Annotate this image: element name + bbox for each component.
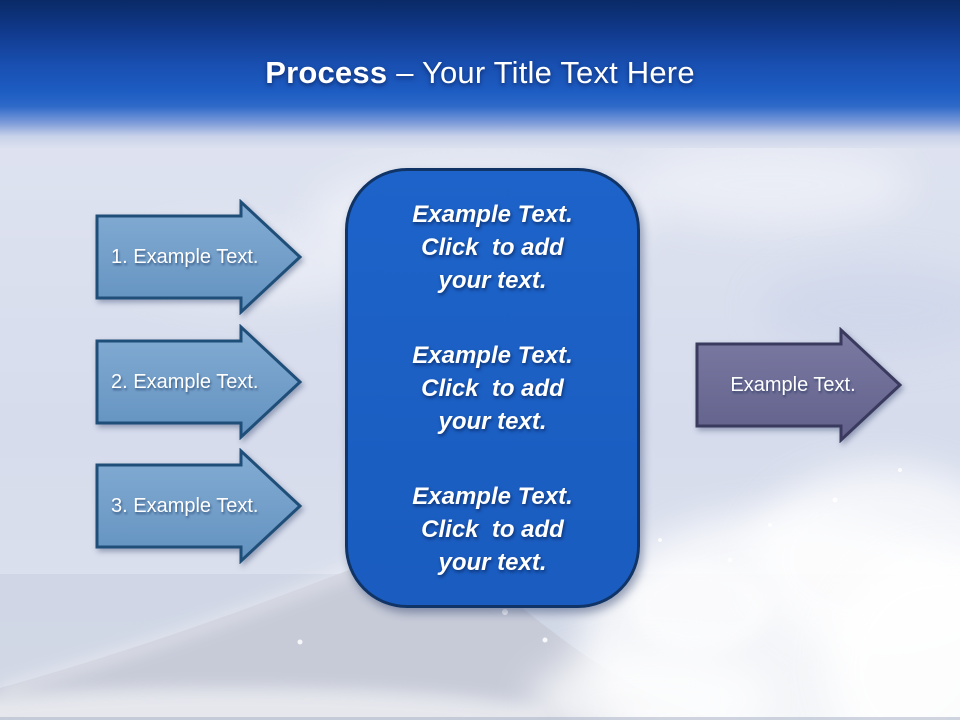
sea-spray <box>825 550 960 720</box>
step-arrow-3[interactable]: 3. Example Text. <box>95 448 303 564</box>
placeholder-line: Click to add <box>421 233 564 261</box>
placeholder-line: Example Text. <box>412 482 573 510</box>
center-text-box[interactable]: Example Text. Click to add your text. Ex… <box>345 168 640 608</box>
placeholder-line: your text. <box>438 266 547 294</box>
placeholder-line: your text. <box>438 407 547 435</box>
slide-title-text: – Your Title Text Here <box>396 55 695 90</box>
step-arrow-2-label: 2. Example Text. <box>111 370 259 393</box>
text-placeholder-1[interactable]: Example Text. Click to add your text. <box>358 198 627 297</box>
arrow-shape-icon <box>95 199 303 315</box>
placeholder-line: Click to add <box>421 515 564 543</box>
wave-body <box>0 551 720 720</box>
slide-title[interactable]: Process– Your Title Text Here <box>0 53 960 93</box>
bottom-edge <box>0 717 960 720</box>
step-arrow-3-label: 3. Example Text. <box>111 494 259 517</box>
step-arrow-1[interactable]: 1. Example Text. <box>95 199 303 315</box>
placeholder-line: your text. <box>438 548 547 576</box>
bottom-foam <box>0 688 550 720</box>
result-arrow[interactable]: Example Text. <box>695 327 903 443</box>
step-arrow-2[interactable]: 2. Example Text. <box>95 324 303 440</box>
arrow-shape-icon <box>95 448 303 564</box>
cloud <box>630 143 910 227</box>
step-arrow-1-label: 1. Example Text. <box>111 245 259 268</box>
placeholder-line: Click to add <box>421 374 564 402</box>
cloud <box>760 265 960 355</box>
placeholder-line: Example Text. <box>412 200 573 228</box>
result-arrow-label: Example Text. <box>730 373 856 396</box>
placeholder-line: Example Text. <box>412 341 573 369</box>
slide-title-keyword: Process <box>265 55 388 90</box>
sea-spray <box>530 650 770 720</box>
arrow-shape-icon <box>695 327 903 443</box>
text-placeholder-3[interactable]: Example Text. Click to add your text. <box>358 480 627 579</box>
text-placeholder-2[interactable]: Example Text. Click to add your text. <box>358 339 627 438</box>
title-band: Process– Your Title Text Here <box>0 0 960 148</box>
sea-spray <box>630 563 770 653</box>
arrow-shape-icon <box>95 324 303 440</box>
